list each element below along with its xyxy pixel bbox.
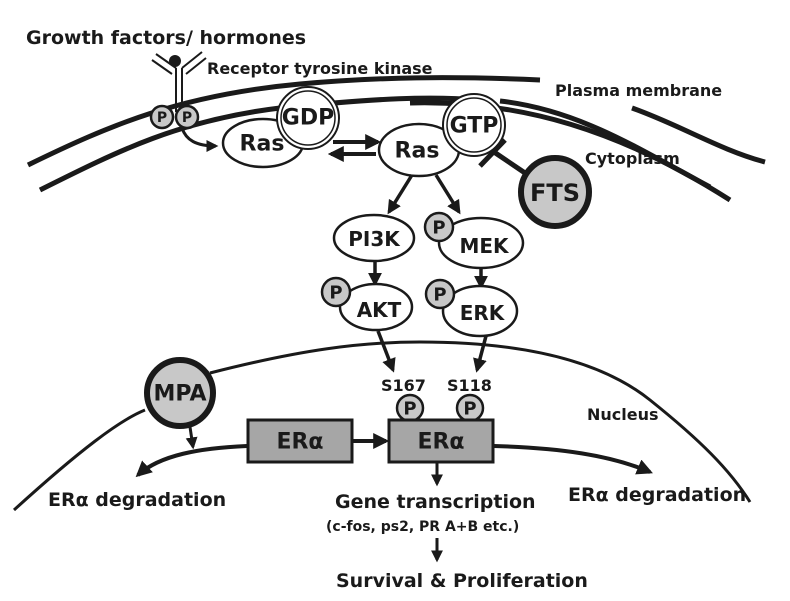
growth-factors-label: Growth factors/ hormones xyxy=(26,27,306,49)
fts-label: FTS xyxy=(530,179,580,207)
fts-inhibition-line xyxy=(492,149,530,178)
pi3k-label: PI3K xyxy=(348,227,401,251)
mek-phospho-label: P xyxy=(432,218,445,239)
phospho-label: P xyxy=(157,110,167,126)
phospho-label: P xyxy=(182,110,192,126)
plasma-membrane-outer xyxy=(26,75,541,168)
era-active-label: ERα xyxy=(417,430,464,455)
mek-label: MEK xyxy=(459,234,510,258)
degradation-right-label: ERα degradation xyxy=(568,484,746,506)
era-inactive-label: ERα xyxy=(276,430,323,455)
cytoplasm-label: Cytoplasm xyxy=(585,149,680,168)
era-active-box: P P ERα xyxy=(387,393,495,464)
nucleus-label: Nucleus xyxy=(587,405,659,424)
fts-node: FTS xyxy=(518,155,592,229)
receptor-phospho-left: P xyxy=(149,104,175,130)
ras-gtp-label: Ras xyxy=(395,139,440,164)
s118-phospho-label: P xyxy=(463,399,476,420)
akt-to-s167-arrow xyxy=(376,330,396,373)
receptor-tyrosine-kinase-icon xyxy=(151,51,207,112)
ras-to-mek-arrow xyxy=(434,174,461,215)
erk-to-s118-arrow xyxy=(473,335,488,373)
degradation-left-label: ERα degradation xyxy=(48,489,226,511)
akt-node: AKT P xyxy=(320,276,414,332)
receptor-label: Receptor tyrosine kinase xyxy=(207,59,433,78)
s167-phospho-label: P xyxy=(403,399,416,420)
ligand-icon xyxy=(169,55,181,67)
s167-label: S167 xyxy=(381,376,426,395)
plasma-membrane-label: Plasma membrane xyxy=(555,81,722,100)
gene-transcription-label: Gene transcription xyxy=(335,491,536,513)
ras-gdp-complex: Ras GDP xyxy=(221,86,340,169)
ras-gtp-complex: Ras GTP xyxy=(377,93,506,178)
gene-examples-label: (c-fos, ps2, PR A+B etc.) xyxy=(326,519,519,535)
era-inactive-box: ERα xyxy=(246,418,354,464)
rtk-to-ras-arrow xyxy=(180,127,219,152)
erk-phospho-label: P xyxy=(433,285,446,306)
receptor-phospho-right: P xyxy=(174,104,200,130)
gdp-label: GDP xyxy=(282,106,334,131)
s118-label: S118 xyxy=(447,376,492,395)
nuclear-membrane xyxy=(12,340,752,512)
ras-to-pi3k-arrow xyxy=(387,174,414,215)
plasma-membrane-right-fragment xyxy=(631,105,766,165)
degradation-right-arrow xyxy=(493,444,653,475)
akt-phospho-label: P xyxy=(329,283,342,304)
degradation-left-arrow xyxy=(135,444,248,478)
mek-node: MEK P xyxy=(423,211,525,270)
mpa-arrow xyxy=(185,426,198,450)
pi3k-node: PI3K xyxy=(332,213,416,263)
erk-node: ERK P xyxy=(424,278,519,338)
plasma-membrane-inner-right xyxy=(499,98,712,190)
gtp-label: GTP xyxy=(450,114,499,139)
akt-label: AKT xyxy=(357,298,402,322)
outcome-label: Survival & Proliferation xyxy=(336,570,588,592)
mpa-label: MPA xyxy=(153,382,206,407)
fts-inhibition-bar xyxy=(478,138,507,168)
erk-label: ERK xyxy=(460,301,506,325)
ras-gdp-label: Ras xyxy=(240,132,285,157)
mpa-node: MPA xyxy=(144,357,216,429)
